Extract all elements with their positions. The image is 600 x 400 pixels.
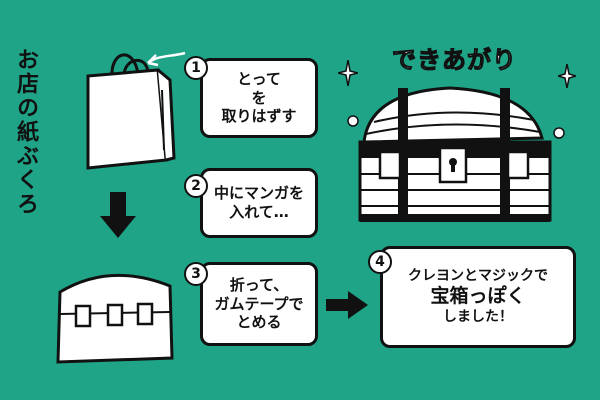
arrow-right-icon xyxy=(326,291,368,319)
step-2-line-2: 入れて… xyxy=(229,203,289,221)
step-3-line-3: とめる xyxy=(236,313,282,332)
arrow-down-icon xyxy=(100,192,136,238)
step-3-line-1: 折って、 xyxy=(229,275,289,294)
step-4-line-1: クレヨンとマジックで xyxy=(408,267,548,284)
sparkle-icon xyxy=(558,64,576,88)
step-4-line-2: 宝箱っぽく xyxy=(430,285,526,308)
step-3-box: 折って、 ガムテープで とめる xyxy=(200,262,318,346)
paper-bag-icon xyxy=(86,53,176,170)
done-title: できあがり xyxy=(392,46,517,75)
step-2-line-1: 中にマンガを xyxy=(213,184,304,203)
sparkle-icon xyxy=(338,60,358,86)
vertical-title: お店の紙ぶくろ xyxy=(13,48,38,216)
sparkle-dot-icon xyxy=(553,127,565,139)
step-3-number: 3 xyxy=(184,262,208,286)
step-2-number: 2 xyxy=(184,174,208,198)
step-4-line-3: しました！ xyxy=(443,308,513,325)
pointer-arrow-icon xyxy=(147,51,186,67)
step-4-box: クレヨンとマジックで 宝箱っぽく しました！ xyxy=(380,246,576,348)
step-1-line-1: とって xyxy=(237,69,281,88)
sparkle-dot-icon xyxy=(347,115,359,127)
step-1-line-2: を xyxy=(251,88,267,107)
step-1-line-3: 取りはずす xyxy=(221,107,297,126)
step-1-number: 1 xyxy=(184,56,208,80)
folded-bag-icon xyxy=(56,273,174,364)
step-3-line-2: ガムテープで xyxy=(214,294,304,313)
step-2-box: 中にマンガを 入れて… xyxy=(200,168,318,238)
step-1-box: とって を 取りはずす xyxy=(200,58,318,138)
treasure-chest-icon xyxy=(358,86,552,222)
step-4-number: 4 xyxy=(368,250,392,274)
